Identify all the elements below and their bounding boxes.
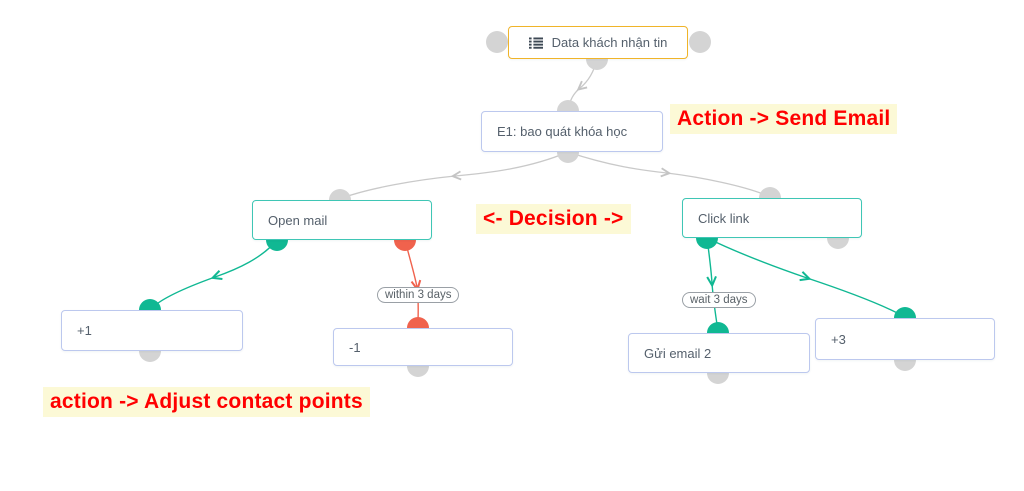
edge-label-within-3-days[interactable]: within 3 days [377,287,460,303]
node-label: Gửi email 2 [644,345,712,361]
edge-label-wait-3-days[interactable]: wait 3 days [682,292,756,308]
node-minus1[interactable]: -1 [333,328,513,366]
annotation-action-adjust: action -> Adjust contact points [43,387,370,417]
node-label: +3 [831,331,846,347]
edge-open-mail-yes-to-plus1[interactable] [151,239,278,309]
node-label: E1: bao quát khóa học [497,124,628,139]
edge-email1-to-open-mail[interactable] [341,151,569,199]
node-data-source[interactable]: Data khách nhận tin [508,26,688,59]
node-label: +1 [77,323,92,338]
node-open-mail[interactable]: Open mail [252,200,432,240]
node-label: -1 [349,339,361,355]
port-source-left[interactable] [486,31,508,53]
edge-click-link-to-email2[interactable] [706,237,719,332]
node-plus3[interactable]: +3 [815,318,995,360]
list-icon [528,37,543,49]
node-email2[interactable]: Gửi email 2 [628,333,810,373]
edge-click-link-to-plus3[interactable] [706,237,904,317]
node-email1[interactable]: E1: bao quát khóa học [481,111,663,152]
edge-open-mail-no-to-minus1[interactable] [404,239,418,327]
node-click-link[interactable]: Click link [682,198,862,238]
node-label: Data khách nhận tin [551,35,668,50]
node-label: Click link [698,210,750,226]
node-label: Open mail [268,212,328,228]
node-plus1[interactable]: +1 [61,310,243,351]
annotation-action-send-email: Action -> Send Email [670,104,898,134]
port-source-right[interactable] [689,31,711,53]
edge-email1-to-click-link[interactable] [567,151,769,197]
annotation-decision: <- Decision -> [476,204,631,234]
